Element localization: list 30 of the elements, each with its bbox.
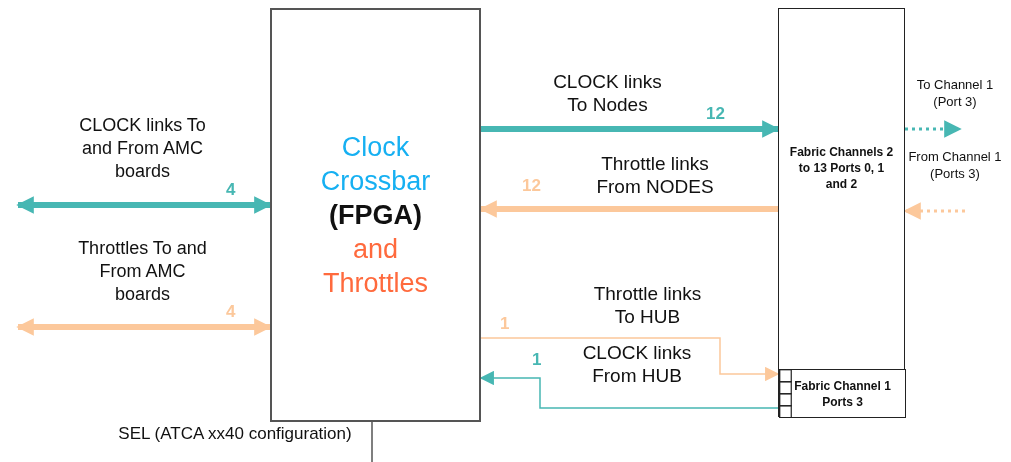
link-label: CLOCK links From HUB xyxy=(581,341,693,387)
link-label: Throttle links From NODES xyxy=(595,152,715,198)
arrow xyxy=(903,202,965,220)
arrow xyxy=(16,318,272,336)
edge-label: 12 xyxy=(522,176,541,196)
edge-label: 1 xyxy=(500,314,510,334)
edge-label: 1 xyxy=(532,350,542,370)
box-label: Fabric Channel 1 Ports 3 xyxy=(793,377,892,410)
arrow xyxy=(480,337,780,382)
arrow xyxy=(16,196,272,214)
fpga-box xyxy=(270,8,481,422)
arrow xyxy=(905,120,962,138)
link-label: CLOCK links To Nodes xyxy=(552,70,663,116)
edge-label: 12 xyxy=(706,104,725,124)
link-label: From Channel 1 (Ports 3) xyxy=(907,148,1003,182)
arrow xyxy=(481,120,780,138)
box-label: Fabric Channels 2 to 13 Ports 0, 1 and 2 xyxy=(788,144,895,192)
link-label: To Channel 1 (Port 3) xyxy=(915,76,995,110)
link-label: SEL (ATCA xx40 configuration) xyxy=(117,424,353,443)
edge-label: 4 xyxy=(226,302,236,322)
port-box xyxy=(779,369,906,418)
connector-line xyxy=(371,421,373,462)
box-title: Clock Crossbar xyxy=(319,131,432,198)
fabric-box xyxy=(778,8,905,417)
link-label: CLOCK links To and From AMC boards xyxy=(78,114,207,183)
box-title: and Throttles xyxy=(321,233,429,300)
edge-label: 4 xyxy=(226,180,236,200)
box-title: (FPGA) xyxy=(328,199,423,232)
link-label: Throttles To and From AMC boards xyxy=(77,237,208,306)
link-label: Throttle links To HUB xyxy=(592,282,703,328)
